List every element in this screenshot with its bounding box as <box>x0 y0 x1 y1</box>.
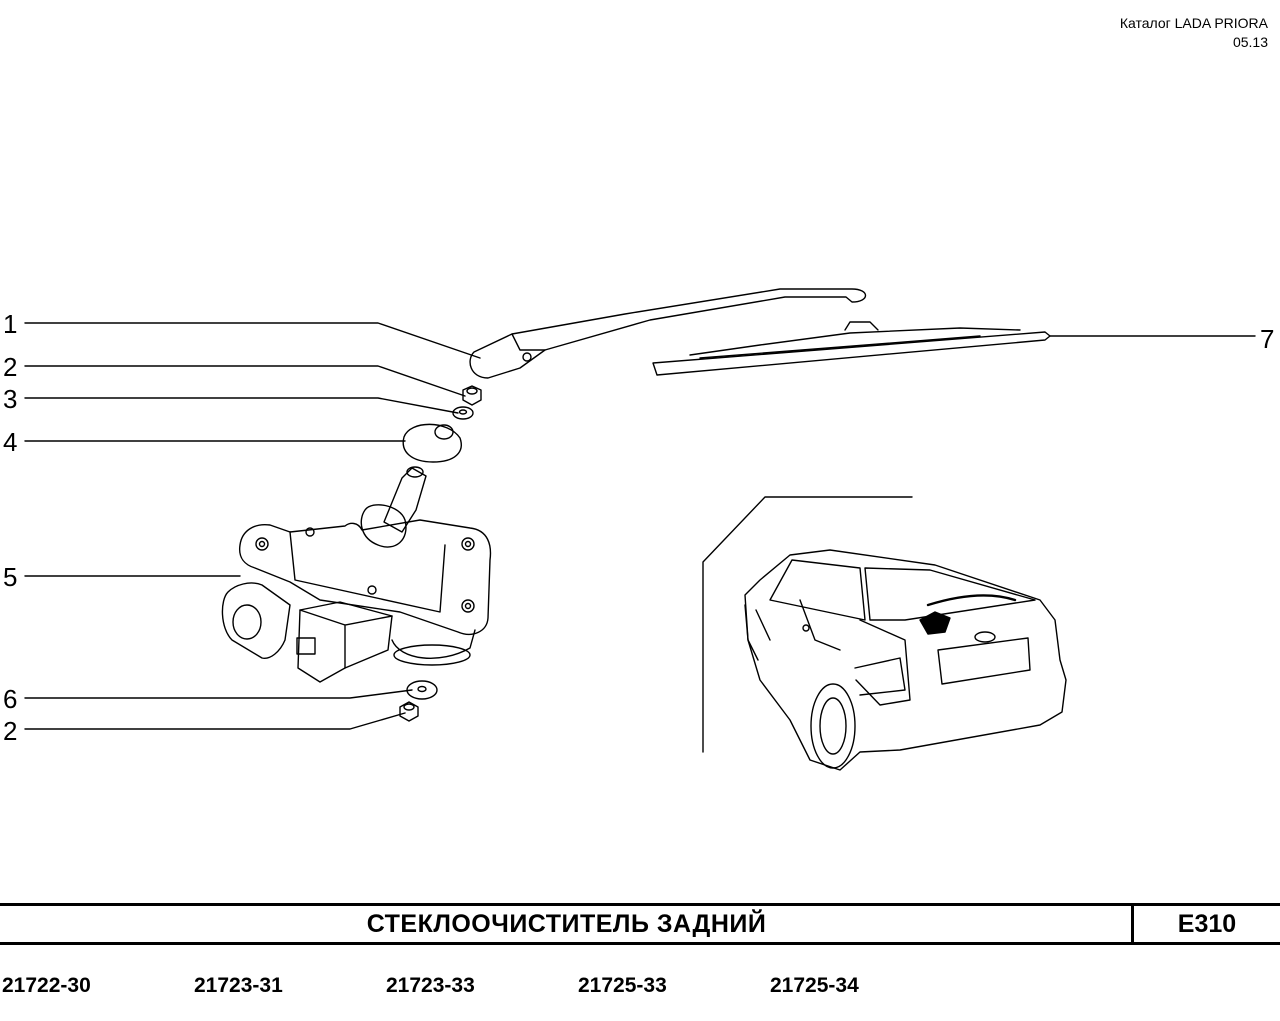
model-code: 21723-33 <box>386 974 475 997</box>
wiper-arm-part-1 <box>469 288 867 379</box>
leader-1 <box>24 322 481 359</box>
callout-7: 7 <box>1260 324 1275 354</box>
wiper-blade-part-7 <box>652 321 1051 376</box>
cap-part-4 <box>402 423 462 463</box>
model-code: 21723-31 <box>194 974 283 997</box>
washer-part-6 <box>406 680 438 700</box>
washer-part-3 <box>452 406 474 420</box>
catalog-header: Каталог LADA PRIORA 05.13 <box>1120 14 1268 52</box>
callout-2-bottom: 2 <box>3 716 18 746</box>
nut-part-2-top <box>462 385 482 406</box>
nut-part-2-bottom <box>399 701 419 722</box>
callout-2-top: 2 <box>3 352 18 382</box>
leader-2-top <box>24 365 466 397</box>
catalog-date: 05.13 <box>1232 34 1268 50</box>
model-code: 21722-30 <box>2 974 91 997</box>
leader-inset <box>702 496 913 753</box>
title-divider <box>1131 906 1134 942</box>
model-code: 21725-34 <box>770 974 859 997</box>
title-bar: СТЕКЛООЧИСТИТЕЛЬ ЗАДНИЙ E310 <box>0 903 1280 945</box>
leader-2-bottom <box>24 712 406 730</box>
motor-assembly-part-5 <box>221 466 492 683</box>
page-code: E310 <box>1177 910 1237 938</box>
leader-lines <box>24 322 1256 753</box>
leader-3 <box>24 397 459 414</box>
callout-5: 5 <box>3 562 18 592</box>
catalog-name: Каталог LADA PRIORA <box>1119 15 1268 31</box>
page-title: СТЕКЛООЧИСТИТЕЛЬ ЗАДНИЙ <box>366 910 767 938</box>
callout-6: 6 <box>3 684 18 714</box>
callout-4: 4 <box>3 427 18 457</box>
model-code: 21725-33 <box>578 974 667 997</box>
exploded-view-diagram <box>24 288 1256 771</box>
callout-3: 3 <box>3 384 18 414</box>
leader-6 <box>24 689 413 699</box>
car-inset-illustration <box>744 549 1067 771</box>
callout-1: 1 <box>3 309 18 339</box>
